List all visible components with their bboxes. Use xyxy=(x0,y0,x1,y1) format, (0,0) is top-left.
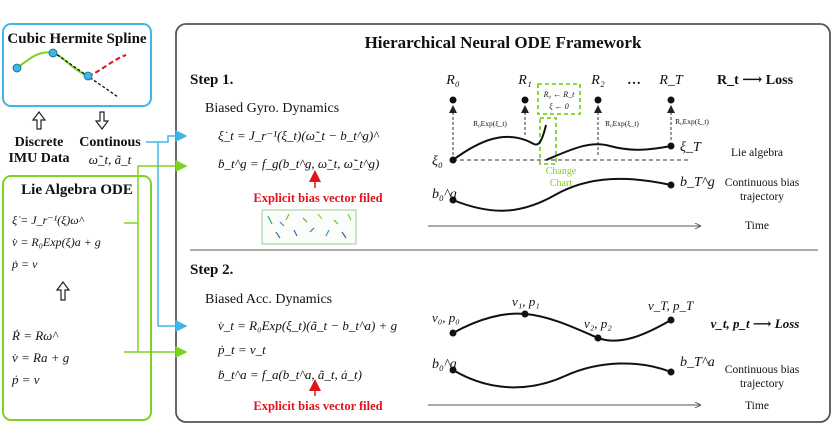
bg-trajectory xyxy=(452,177,672,212)
ba-trajectory xyxy=(452,362,672,389)
step1-loss: R_t ⟶ Loss xyxy=(717,73,794,88)
v2p2-label: v₂, p₂ xyxy=(584,316,612,331)
b0g-point xyxy=(449,196,457,204)
step1-subtitle: Biased Gyro. Dynamics xyxy=(205,101,339,116)
spline-title: Cubic Hermite Spline xyxy=(7,31,147,47)
continuous-label: Continous xyxy=(79,135,141,150)
xiT-label: ξ_T xyxy=(680,140,702,155)
step1-time-label: Time xyxy=(745,220,769,232)
v1p1-label: v₁, p₁ xyxy=(512,294,540,309)
b0g-label: b₀^g xyxy=(432,187,457,202)
change-chart-label1: Change xyxy=(546,166,577,177)
cyan-arrow-step2 xyxy=(157,142,188,332)
xi0-label: ξ₀ xyxy=(432,154,443,169)
step2-cont-bias1: Continuous bias xyxy=(725,364,800,376)
lie-eq6: ṗ = v xyxy=(11,372,40,387)
rotation-label-r1: R₁ xyxy=(517,73,531,88)
rotation-point xyxy=(594,96,602,104)
step1-label: Step 1. xyxy=(190,72,234,88)
lie-eq1: ξ̇ = J_r⁻¹(ξ)ω^ xyxy=(12,213,85,227)
step2-loss: v_t, p_t ⟶ Loss xyxy=(711,316,800,331)
step2-eq1: v̇_t = R₀Exp(ξ_t)(ã_t − b_t^a) + g xyxy=(218,318,398,333)
xi-trajectory-segment1 xyxy=(452,124,547,161)
rotation-label-r0: R₀ xyxy=(445,73,460,88)
lie-eq4: Ṙ = Rω^ xyxy=(11,328,59,343)
hollow-up-arrow xyxy=(31,111,47,130)
lie-algebra-label: Lie algebra xyxy=(731,147,783,159)
exp-label-1: R₀Exp(ξ_t) xyxy=(473,119,507,128)
vp-point xyxy=(594,334,602,342)
step1-cont-bias2: trajectory xyxy=(740,191,784,203)
step2-eq3: ḃ_t^a = f_a(b_t^a, ã_t, ȧ_t) xyxy=(218,367,362,382)
framework-title: Hierarchical Neural ODE Framework xyxy=(365,33,642,52)
rotation-label-rt: R_T xyxy=(658,73,684,88)
vp-point xyxy=(449,329,457,337)
xi0-point xyxy=(449,156,457,164)
step2-label: Step 2. xyxy=(190,262,234,278)
imu-data-label: IMU Data xyxy=(8,151,69,166)
vp-trajectory xyxy=(452,312,672,342)
step1-eq1: ξ̇_t = J_r⁻¹(ξ_t)(ω̃_t − b_t^g)^ xyxy=(218,128,380,143)
exp-label-3: R₀Exp(ξ_t) xyxy=(675,117,709,126)
step2-cont-bias2: trajectory xyxy=(740,378,784,390)
spline-knot xyxy=(12,63,22,73)
step2-time-label: Time xyxy=(745,400,769,412)
step1-explicit-label: Explicit bias vector filed xyxy=(253,191,382,205)
v0p0-label: v₀, p₀ xyxy=(432,310,460,325)
bTa-label: b_T^a xyxy=(680,355,715,370)
vTpT-label: v_T, p_T xyxy=(648,298,694,313)
exp-label-2: R₀Exp(ξ_t) xyxy=(605,119,639,128)
spline-knot xyxy=(48,48,58,58)
step2-subtitle: Biased Acc. Dynamics xyxy=(205,292,332,307)
change-chart-label2: Chart xyxy=(550,178,572,189)
step1-eq2: ḃ_t^g = f_g(b_t^g, ω̃_t, ω̃̇_t^g) xyxy=(218,156,379,171)
b0a-label: b₀^a xyxy=(432,357,457,372)
spline-tangent xyxy=(52,51,119,98)
rotation-label-r2: R₂ xyxy=(590,73,605,88)
step1-cont-bias1: Continuous bias xyxy=(725,177,800,189)
vp-point xyxy=(667,316,675,324)
step2-eq2: ṗ_t = v_t xyxy=(217,342,266,357)
hollow-up-arrow-lie xyxy=(55,281,71,301)
hollow-down-arrow xyxy=(94,111,110,130)
lie-box: Lie Algebra ODE ξ̇ = J_r⁻¹(ξ)ω^ v̇ = R₀E… xyxy=(2,175,152,421)
rotation-label-ellipsis: … xyxy=(627,73,641,88)
lie-eq3: ṗ = v xyxy=(11,257,38,271)
spline-knot xyxy=(83,71,93,81)
step2-explicit-label: Explicit bias vector filed xyxy=(253,399,382,413)
rotation-point xyxy=(667,96,675,104)
bTg-label: b_T^g xyxy=(680,175,715,190)
bTa-point xyxy=(667,368,675,376)
green-arrow-step1 xyxy=(124,160,188,224)
lie-title: Lie Algebra ODE xyxy=(21,182,133,198)
lie-eq5: v̇ = Ra + g xyxy=(12,350,70,365)
vector-field-thumbnail xyxy=(261,209,357,245)
discrete-label: Discrete xyxy=(15,135,64,150)
vp-point xyxy=(521,310,529,318)
rotation-point xyxy=(521,96,529,104)
continuous-vars: ω̃_t, ã_t xyxy=(89,152,132,167)
rotation-point xyxy=(449,96,457,104)
reset-line2: ξ ← 0 xyxy=(549,102,568,111)
b0a-point xyxy=(449,366,457,374)
spline-box: Cubic Hermite Spline xyxy=(2,23,152,107)
reset-line1: R₀ ← R_t xyxy=(543,90,576,99)
xiT-point xyxy=(667,142,675,150)
xi-trajectory-segment2 xyxy=(545,143,672,161)
bTg-point xyxy=(667,181,675,189)
lie-eq2: v̇ = R₀Exp(ξ)a + g xyxy=(12,235,101,249)
cyan-arrow-step1 xyxy=(146,130,188,143)
reset-box xyxy=(537,83,581,115)
